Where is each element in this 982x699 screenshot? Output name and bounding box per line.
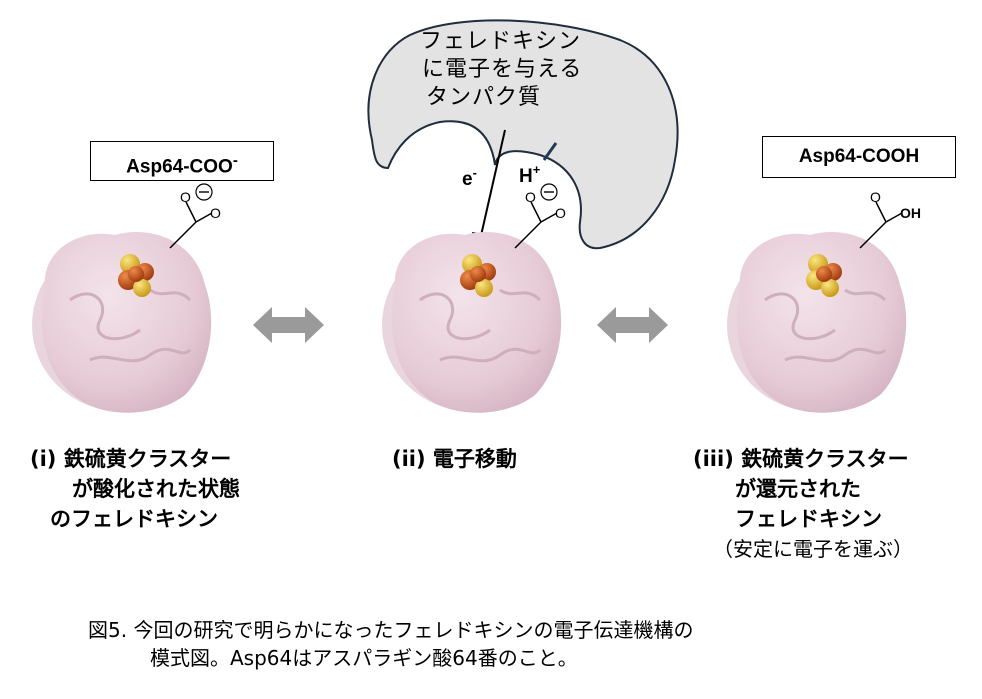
asp64-coo-label: Asp64-COO- — [90, 141, 274, 181]
carboxylate-bond-1c — [195, 212, 213, 223]
stage-iii-line-3: フェレドキシン — [735, 507, 882, 531]
ferredoxin-protein-1 — [32, 232, 212, 413]
bubble-text: フェレドキシン に電子を与える タンパク質 — [420, 28, 640, 112]
carboxylate-o-1b: O — [210, 205, 221, 221]
ferredoxin-protein-2 — [382, 232, 562, 413]
iron-sulfur-cluster-3 — [806, 254, 842, 297]
stage-iii-line-2: が還元された — [735, 477, 861, 501]
carboxylate-bond-2 — [514, 221, 542, 249]
caption-line-1: 図5. 今回の研究で明らかになったフェレドキシンの電子伝達機構の — [88, 618, 694, 642]
bubble-line-2: に電子を与える — [422, 57, 583, 82]
stage-iii-note: （安定に電子を運ぶ） — [713, 537, 913, 561]
carboxylate-bond-2c — [540, 212, 558, 223]
carboxyl-oh-3b: OH — [900, 205, 921, 221]
carboxyl-bond-3b — [875, 201, 887, 223]
bubble-line-3: タンパク質 — [426, 85, 542, 110]
caption-line-2: 模式図。Asp64はアスパラギン酸64番のこと。 — [150, 646, 578, 670]
ferredoxin-protein-3 — [727, 232, 907, 413]
carboxyl-bond-3c — [885, 212, 903, 223]
carboxylate-o-2b: O — [555, 205, 566, 221]
equilibrium-arrow-right — [597, 307, 668, 343]
stage-i-line-1: (i) 鉄硫黄クラスター — [30, 447, 232, 471]
electron-transfer-arrow — [479, 129, 506, 241]
stage-iii-line-1: (iii) 鉄硫黄クラスター — [693, 447, 909, 471]
stage-i-line-2: が酸化された状態 — [72, 477, 240, 501]
proton-label: H+ — [519, 162, 541, 187]
iron-sulfur-cluster-2 — [460, 254, 496, 297]
stage-ii-line-1: (ii) 電子移動 — [392, 447, 517, 471]
stage-iii-label: (iii) 鉄硫黄クラスター が還元された フェレドキシン （安定に電子を運ぶ） — [693, 444, 978, 564]
carboxylate-o-2a: O — [525, 189, 536, 205]
carboxylate-o-1a: O — [180, 189, 191, 205]
iron-sulfur-cluster-1 — [118, 254, 154, 297]
equilibrium-arrow-left — [253, 307, 324, 343]
stage-i-line-3: のフェレドキシン — [50, 507, 218, 531]
carboxyl-bond-3 — [859, 221, 887, 249]
carboxylate-bond-2b — [530, 201, 542, 223]
stage-i-label: (i) 鉄硫黄クラスター が酸化された状態 のフェレドキシン — [30, 444, 330, 534]
asp64-cooh-label: Asp64-COOH — [762, 136, 956, 178]
carboxylate-bond-1 — [169, 221, 197, 249]
electron-label: e- — [462, 165, 477, 190]
donor-protein-bubble — [367, 19, 679, 250]
stage-ii-label: (ii) 電子移動 — [392, 444, 592, 474]
proton-transfer-line — [542, 142, 558, 161]
bubble-line-1: フェレドキシン — [420, 29, 582, 54]
carboxyl-o-3a: O — [870, 189, 881, 205]
carboxylate-bond-1b — [185, 201, 197, 223]
figure-caption: 図5. 今回の研究で明らかになったフェレドキシンの電子伝達機構の 模式図。Asp… — [88, 616, 968, 672]
